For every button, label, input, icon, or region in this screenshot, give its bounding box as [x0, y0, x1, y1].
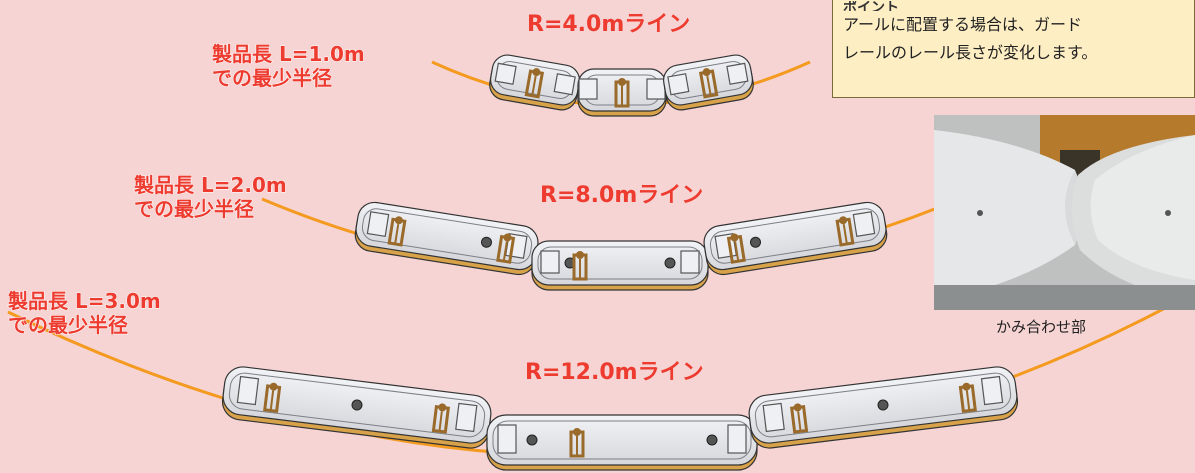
bracket-icon — [496, 233, 516, 264]
product-label-1m-line2: での最少半径 — [212, 66, 333, 91]
interlock-photo — [934, 115, 1195, 310]
r12-line-label: R=12.0mライン — [525, 360, 704, 385]
r4-line-label: R=4.0mライン — [527, 12, 691, 37]
point-note-line2: レールのレール長さが変化します。 — [843, 43, 1098, 62]
bracket-icon — [835, 216, 855, 247]
product-label-1m: 製品長 L=1.0m での最少半径 — [212, 42, 366, 91]
bracket-icon — [263, 382, 282, 413]
point-note-line1: アールに配置する場合は、ガード — [843, 15, 1083, 34]
r12-block-row — [221, 366, 1019, 471]
r4-block-row — [489, 54, 754, 117]
bracket-icon — [726, 233, 746, 264]
concrete-block — [748, 366, 1019, 449]
product-label-3m: 製品長 L=3.0m での最少半径 — [8, 289, 162, 338]
bracket-icon — [572, 251, 588, 281]
product-label-3m-line2: での最少半径 — [8, 313, 129, 338]
concrete-block — [489, 54, 580, 111]
product-label-1m-line1: 製品長 L=1.0m — [212, 42, 366, 67]
r8-line-label: R=8.0mライン — [540, 183, 704, 208]
bracket-icon — [790, 403, 809, 434]
bracket-icon — [569, 428, 585, 458]
concrete-block — [663, 54, 754, 111]
product-label-2m: 製品長 L=2.0m での最少半径 — [134, 173, 288, 222]
concrete-block — [703, 201, 888, 276]
point-note-heading: ポイント — [843, 1, 899, 11]
concrete-block — [531, 240, 709, 291]
bracket-icon — [431, 403, 450, 434]
photo-caption: かみ合わせ部 — [996, 318, 1087, 336]
r8-block-row — [354, 201, 888, 291]
bracket-icon — [614, 78, 630, 108]
bracket-icon — [524, 68, 545, 99]
product-label-2m-line1: 製品長 L=2.0m — [134, 173, 288, 198]
point-note-box: ポイント アールに配置する場合は、ガード レールのレール長さが変化します。 — [832, 0, 1195, 98]
concrete-block — [354, 201, 539, 276]
product-label-3m-line1: 製品長 L=3.0m — [8, 289, 162, 314]
concrete-block — [221, 366, 492, 449]
bracket-icon — [698, 68, 719, 99]
bracket-icon — [958, 382, 977, 413]
bracket-icon — [387, 216, 407, 247]
concrete-block — [577, 68, 667, 117]
product-label-2m-line2: での最少半径 — [134, 197, 255, 222]
concrete-block — [486, 414, 758, 471]
